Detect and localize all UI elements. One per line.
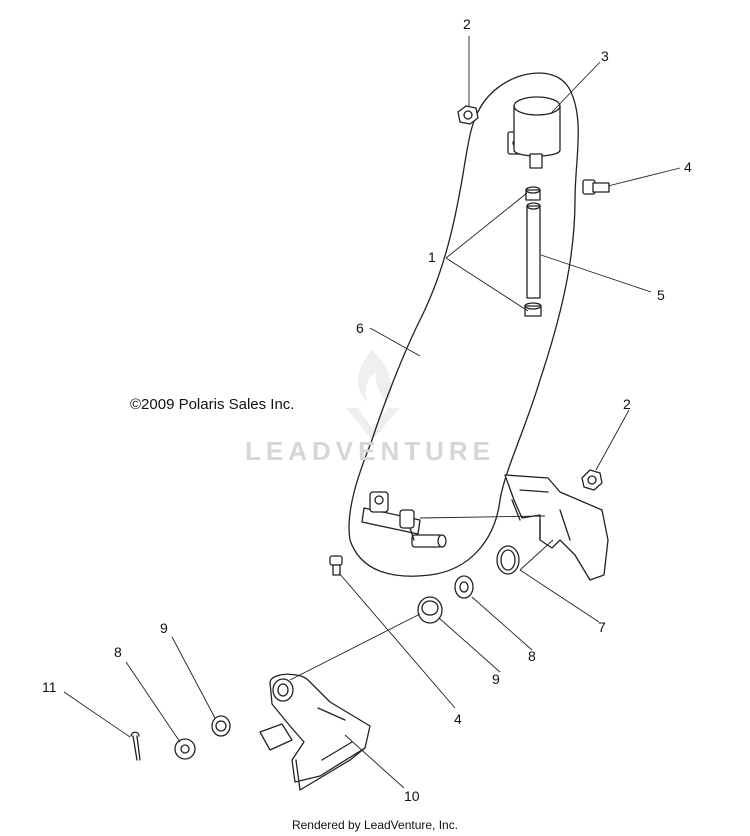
- callout-6: 6: [356, 320, 364, 336]
- part-7-snap-ring: [496, 545, 520, 575]
- part-9-bushing-right: [417, 596, 443, 624]
- callout-10: 10: [404, 788, 420, 804]
- callout-9-left: 9: [160, 620, 168, 636]
- callout-8-right: 8: [528, 648, 536, 664]
- callout-7: 7: [598, 619, 606, 635]
- callout-3: 3: [601, 48, 609, 64]
- callout-8-left: 8: [114, 644, 122, 660]
- pedal-bracket: [504, 474, 609, 581]
- part-10-pedal: [259, 673, 371, 791]
- callout-11: 11: [42, 679, 57, 695]
- footer-credit: Rendered by LeadVenture, Inc.: [291, 818, 459, 832]
- callout-1: 1: [428, 249, 436, 265]
- part-9-bushing-left: [211, 715, 231, 737]
- master-cylinder: [361, 491, 447, 548]
- part-4-bolt-bottom: [329, 555, 343, 576]
- callout-2-top: 2: [463, 16, 471, 32]
- callout-9-right: 9: [492, 671, 500, 687]
- copyright-notice: ©2009 Polaris Sales Inc.: [130, 396, 295, 413]
- leader-lines: [63, 36, 681, 789]
- callout-4-bottom: 4: [454, 711, 462, 727]
- callout-2-right: 2: [623, 396, 631, 412]
- callout-5: 5: [657, 287, 665, 303]
- callout-4-top: 4: [684, 159, 692, 175]
- part-11-cotter-pin: [130, 731, 141, 761]
- part-2-nut-right: [581, 469, 603, 491]
- part-1-clamp-top: [525, 186, 541, 201]
- leadventure-logo-mark: [346, 350, 400, 440]
- part-4-bolt-top: [582, 179, 610, 195]
- part-8-washer-right: [454, 575, 474, 599]
- part-3-reservoir: [507, 96, 561, 169]
- part-2-nut-top: [457, 105, 479, 125]
- part-5-hose: [526, 202, 541, 299]
- watermark-text: LEADVENTURE: [245, 436, 496, 466]
- part-8-washer-left: [174, 738, 196, 760]
- part-6-outline: [348, 72, 579, 577]
- part-1-clamp-bottom: [524, 302, 542, 317]
